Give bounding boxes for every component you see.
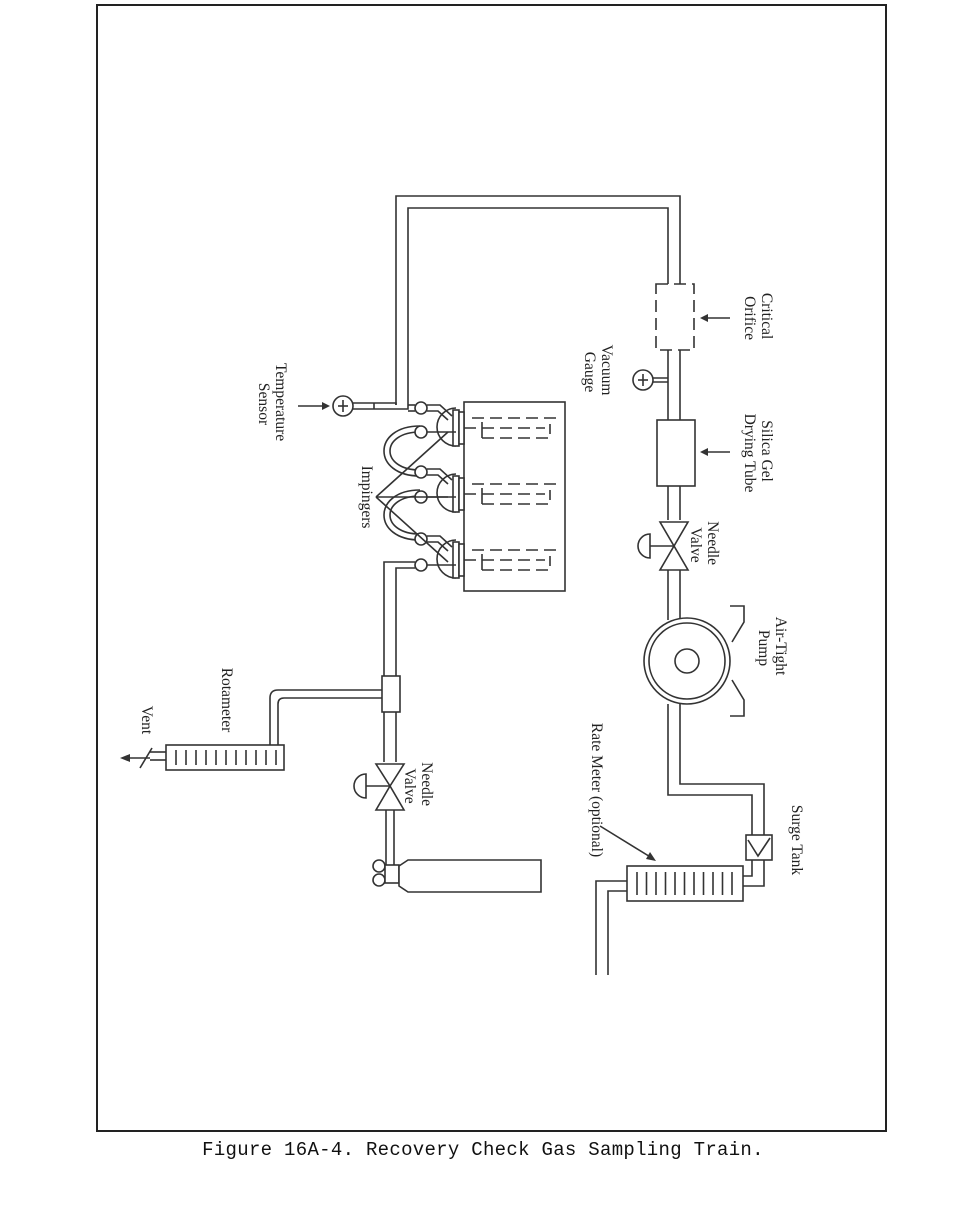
valve-icon [658, 521, 690, 548]
vent [120, 747, 153, 769]
needle-valve-gas-label: Needle Valve [401, 762, 435, 810]
critical-orifice-label: Critical Orifice [741, 293, 775, 343]
rate-meter-label: Rate Meter (optional) [588, 723, 605, 857]
critical-orifice [655, 283, 730, 420]
vacuum-gauge-label: Vacuum Gauge [581, 345, 615, 400]
vacuum-gauge [632, 369, 668, 391]
rotameter [150, 744, 285, 771]
silica-gel-label: Silica Gel Drying Tube [741, 414, 775, 493]
gas-cylinder [372, 859, 542, 893]
surge-tank-label: Surge Tank [788, 805, 805, 875]
air-tight-pump [643, 605, 745, 717]
figure-caption: Figure 16A-4. Recovery Check Gas Samplin… [202, 1139, 764, 1161]
figure-frame [96, 4, 887, 1132]
impinger-joints [414, 401, 456, 572]
impinger [436, 539, 556, 579]
impingers-label: Impingers [358, 466, 375, 529]
temperature-sensor [298, 395, 415, 417]
inlet-tubing [383, 561, 415, 676]
rotameter-label: Rotameter [218, 668, 235, 733]
vent-label: Vent [138, 706, 155, 735]
surge-tank [742, 834, 773, 887]
impinger-u-tubes [383, 425, 421, 541]
top-return-tubing [395, 195, 681, 405]
silica-gel-drying-tube [656, 419, 730, 520]
needle-valve-gas [353, 712, 406, 866]
rotameter-tubing [269, 689, 382, 745]
rate-meter [595, 825, 744, 975]
arrow-icon [120, 754, 130, 762]
pump-outlet-tubing [667, 704, 765, 835]
valve-icon [374, 763, 406, 788]
tank-icon [745, 834, 773, 861]
temperature-sensor-label: Temperature Sensor [255, 363, 289, 445]
impinger-pointers [375, 431, 449, 563]
impinger-train [436, 407, 556, 579]
needle-valve-sample-label: Needle Valve [687, 521, 721, 569]
impinger [436, 473, 556, 513]
pump-label: Air-Tight Pump [755, 617, 789, 679]
pump-icon [643, 617, 731, 705]
tee-fitting [381, 675, 401, 713]
needle-valve-sample [637, 521, 690, 620]
cylinder-icon [398, 859, 542, 893]
impinger [436, 407, 556, 447]
